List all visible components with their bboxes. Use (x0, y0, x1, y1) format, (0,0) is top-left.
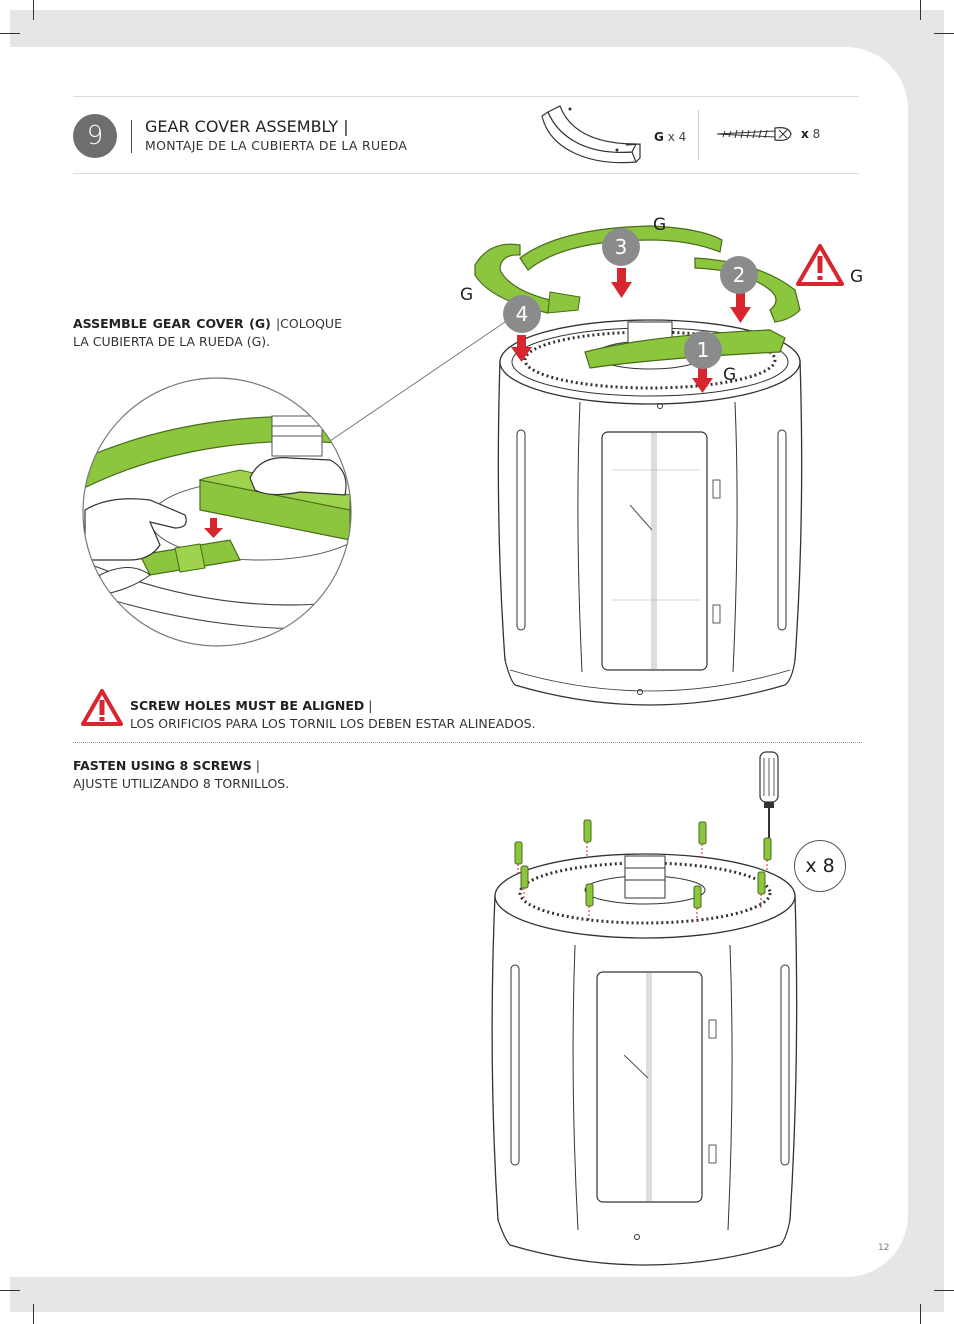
crop-mark (33, 0, 34, 20)
crop-mark (33, 1304, 34, 1324)
step-title: GEAR COVER ASSEMBLY | (145, 117, 349, 136)
part-label-g: G (723, 365, 737, 385)
fasten-text: AJUSTE UTILIZANDO 8 TORNILLOS. (73, 776, 290, 791)
assemble-instruction-text: |COLOQUE LA CUBIERTA DE LA RUEDA (G). (73, 316, 342, 349)
warning-note: SCREW HOLES MUST BE ALIGNED | LOS ORIFIC… (130, 697, 536, 733)
warning-bold: SCREW HOLES MUST BE ALIGNED (130, 698, 365, 713)
step-title-separator: | (343, 117, 349, 136)
crop-mark (934, 1290, 954, 1291)
multiplier-badge: x 8 (794, 840, 846, 892)
screw-qty-count: 8 (812, 127, 821, 141)
part-label-g: G (653, 215, 667, 235)
header-bottom-rule (73, 173, 859, 174)
down-arrow (511, 268, 751, 393)
order-badge-1: 1 (684, 331, 722, 369)
warning-separator: | (368, 698, 373, 713)
header-top-rule (73, 96, 859, 97)
crop-mark (0, 33, 20, 34)
gear-cover-qty: G x 4 (654, 130, 686, 144)
part-label-g: G (460, 285, 474, 305)
detail-zoom-illustration (82, 321, 506, 647)
gear-cover-part-icon (541, 105, 641, 164)
order-badge-4: 4 (503, 295, 541, 333)
gear-cover-letter: G (654, 130, 664, 144)
step-subtitle: MONTAJE DE LA CUBIERTA DE LA RUEDA (145, 138, 408, 153)
section-divider (73, 742, 862, 743)
fasten-bold: FASTEN USING 8 SCREWS (73, 758, 252, 773)
screw-qty: x 8 (801, 127, 820, 141)
screw-qty-prefix: x (801, 127, 809, 141)
page-number: 12 (878, 1243, 890, 1253)
crop-mark (920, 1304, 921, 1324)
order-badge-2: 2 (720, 256, 758, 294)
screw-part-icon (716, 127, 792, 141)
fasten-separator: | (255, 758, 260, 773)
assemble-instruction: ASSEMBLE GEAR COVER (G) |COLOQUE LA CUBI… (73, 315, 342, 351)
warning-text: LOS ORIFICIOS PARA LOS TORNIL LOS DEBEN … (130, 716, 536, 731)
barrel-top-diagram (474, 225, 844, 706)
warning-icon (81, 689, 123, 726)
parts-divider (698, 110, 699, 160)
crop-mark (934, 33, 954, 34)
step-number-badge: 9 (73, 114, 117, 158)
fasten-instruction: FASTEN USING 8 SCREWS | AJUSTE UTILIZAND… (73, 757, 289, 793)
crop-mark (920, 0, 921, 20)
step-title-text: GEAR COVER ASSEMBLY (145, 117, 339, 136)
title-divider (131, 120, 132, 153)
crop-mark (0, 1290, 20, 1291)
assemble-instruction-bold: ASSEMBLE GEAR COVER (G) (73, 316, 271, 331)
gear-cover-count: x 4 (667, 130, 687, 144)
part-label-g: G (850, 267, 864, 287)
order-badge-3: 3 (602, 228, 640, 266)
